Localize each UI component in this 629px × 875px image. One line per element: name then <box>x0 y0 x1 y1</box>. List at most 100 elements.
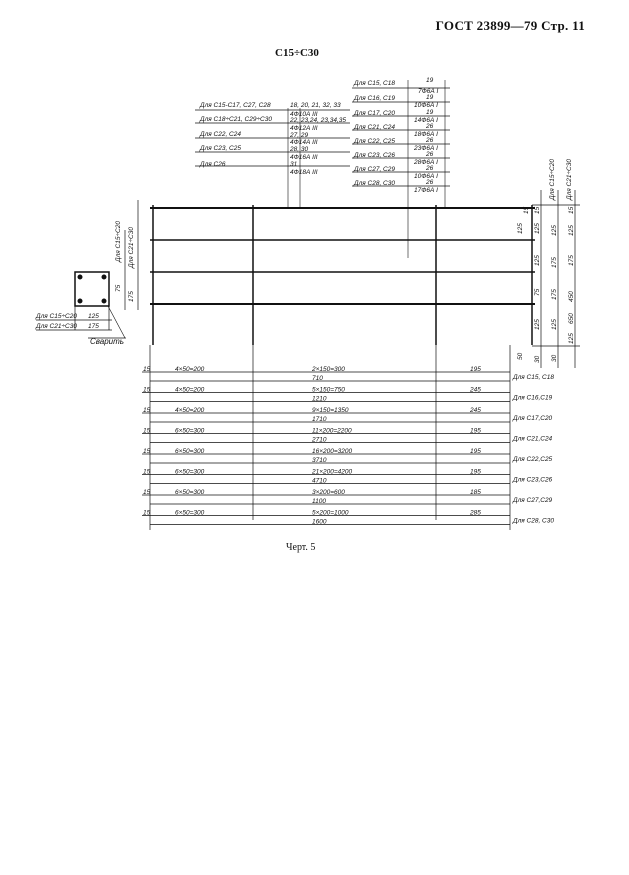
dim-row-6-b: 3×200=600 <box>312 489 345 496</box>
dim-row-1-a: 4×50=200 <box>175 387 205 394</box>
dim-row-7-total: 1600 <box>312 519 327 526</box>
tr-value-12: 26 <box>425 165 434 172</box>
top-left-table: Для С15-С17, С27, С28 18, 20, 21, 32, 33… <box>199 102 346 176</box>
section-label-2: Для С21÷С30 <box>35 323 77 330</box>
right-label-1: Для С21÷С30 <box>566 159 573 201</box>
tr-label-14: Для С28, С30 <box>353 180 395 187</box>
dim-row-7-a: 6×50=300 <box>175 510 205 517</box>
dim-row-7-end: 285 <box>469 510 481 517</box>
tr-label-8: Для С22, С25 <box>353 138 395 145</box>
dim-row-6-end: 185 <box>470 489 481 496</box>
dim-row-5-end: 195 <box>470 469 481 476</box>
dim-row-7-left: 15 <box>143 510 151 517</box>
left-side-labels: Для С15÷С20 Для С21÷С30 175 75 <box>115 221 135 302</box>
dim-row-1-total: 1210 <box>312 396 327 403</box>
dim-row-3-b: 11×200=2200 <box>312 428 352 435</box>
tl-value-6: 28, 30 <box>289 146 308 153</box>
tr-value-7: 18Ф6А I <box>414 131 438 138</box>
ra-2: 125 <box>534 255 541 266</box>
tr-label-6: Для С21, С24 <box>353 124 395 131</box>
tr-value-8: 26 <box>425 137 434 144</box>
left-dim-75: 75 <box>115 284 122 292</box>
rb-4: 30 <box>551 354 558 362</box>
dim-row-0-a: 4×50=200 <box>175 366 205 373</box>
tr-label-4: Для С17, С20 <box>353 110 395 117</box>
tl-label-8: Для С26 <box>199 161 226 168</box>
rc-0: 15 <box>568 206 575 214</box>
rm-0: 15 <box>523 206 530 214</box>
dim-row-6-left: 15 <box>143 489 151 496</box>
tl-label-6: Для С23, С25 <box>199 145 241 152</box>
tr-label-0: Для С15, С18 <box>353 80 395 87</box>
dim-row-7-label: Для С28, С30 <box>512 518 554 525</box>
right-side-labels: Для С15÷С20 Для С21÷С30 15 125 125 75 12… <box>517 159 575 363</box>
tr-label-10: Для С23, С26 <box>353 152 395 159</box>
cross-section <box>74 271 110 307</box>
tl-value-4: 27, 29 <box>289 132 308 139</box>
right-label-0: Для С15÷С20 <box>549 159 556 201</box>
dim-row-5-left: 15 <box>143 469 151 476</box>
tl-value-1: 4Ф10А III <box>290 111 318 118</box>
dim-row-5-total: 4710 <box>312 478 327 485</box>
tl-label-4: Для С22, С24 <box>199 131 241 138</box>
tr-value-4: 19 <box>426 109 434 116</box>
tl-value-9: 4Ф18А III <box>290 169 318 176</box>
dim-row-4-a: 6×50=300 <box>175 448 205 455</box>
figure-caption: Черт. 5 <box>286 542 316 553</box>
dim-row-1-label: Для С16,С19 <box>512 395 553 402</box>
document-header: ГОСТ 23899—79 Стр. 11 <box>435 18 585 33</box>
tr-value-6: 26 <box>425 123 434 130</box>
tl-label-0: Для С15-С17, С27, С28 <box>199 102 271 109</box>
dim-row-3-label: Для С21,С24 <box>512 436 553 443</box>
dim-row-3-end: 195 <box>470 428 481 435</box>
dim-row-4-left: 15 <box>143 448 151 455</box>
dim-row-2-end: 245 <box>469 407 481 414</box>
tr-value-15: 17Ф6А I <box>414 187 438 194</box>
rc-3: 450 <box>568 291 575 302</box>
rm-1: 50 <box>517 352 524 360</box>
dim-row-6-total: 1100 <box>312 498 326 505</box>
dim-row-0-label: Для С15, С18 <box>512 374 554 381</box>
tr-value-13: 10Ф6А I <box>414 173 438 180</box>
rb-3: 125 <box>551 319 558 330</box>
section-val-1: 125 <box>88 313 99 320</box>
dim-row-6-a: 6×50=300 <box>175 489 205 496</box>
section-labels: Для С15÷С20 125 Для С21÷С30 175 Сварить <box>35 313 124 346</box>
dim-row-1-b: 5×150=750 <box>312 387 345 394</box>
tr-value-11: 28Ф6А I <box>413 159 438 166</box>
dim-row-2-label: Для С17,С20 <box>512 415 553 422</box>
dim-row-5-a: 6×50=300 <box>175 469 205 476</box>
dim-row-7-b: 5×200=1000 <box>312 510 349 517</box>
dim-row-2-b: 9×150=1350 <box>312 407 349 414</box>
dim-row-3-left: 15 <box>143 428 151 435</box>
tr-value-2: 19 <box>426 94 434 101</box>
rb-0: 125 <box>551 225 558 236</box>
weld-label: Сварить <box>90 337 124 346</box>
dim-row-4-label: Для С22,С25 <box>512 456 553 463</box>
tr-value-0: 19 <box>426 77 434 84</box>
dim-row-0-end: 195 <box>470 366 481 373</box>
ra-3: 75 <box>534 288 541 296</box>
dim-row-3-total: 2710 <box>311 437 327 444</box>
tr-value-14: 26 <box>425 179 434 186</box>
dim-row-4-end: 195 <box>470 448 481 455</box>
tl-value-8: 31 <box>290 161 298 168</box>
dim-row-1-end: 245 <box>469 387 481 394</box>
ra-4: 125 <box>534 319 541 330</box>
rc-2: 175 <box>568 255 575 266</box>
dim-row-2-left: 15 <box>143 407 151 414</box>
dim-row-1-left: 15 <box>143 387 151 394</box>
rc-4: 650 <box>568 313 575 324</box>
tl-value-7: 4Ф16А III <box>290 154 318 161</box>
dim-row-5-b: 21×200=4200 <box>311 469 353 476</box>
tr-value-10: 26 <box>425 151 434 158</box>
dim-row-2-a: 4×50=200 <box>175 407 205 414</box>
dim-row-0-b: 2×150=300 <box>311 366 345 373</box>
tl-label-2: Для С18÷С21, С29÷С30 <box>199 116 272 123</box>
top-right-table: Для С15, С18 19 7Ф6А I Для С16, С19 19 1… <box>353 77 439 194</box>
tl-value-0: 18, 20, 21, 32, 33 <box>290 102 341 109</box>
ra-1: 125 <box>534 223 541 234</box>
dim-row-4-b: 16×200=3200 <box>312 448 353 455</box>
